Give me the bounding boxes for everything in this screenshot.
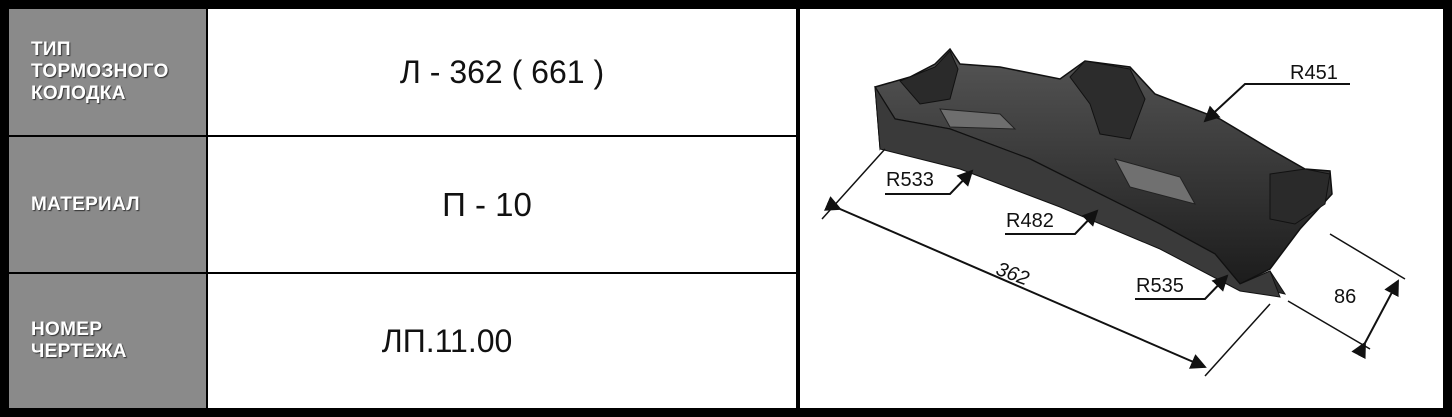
value-cell-material: П - 10 (208, 137, 796, 272)
value-cell-type: Л - 362 ( 661 ) (208, 9, 796, 135)
label-cell-material: МАТЕРИАЛ (9, 137, 206, 272)
value-drawing-number: ЛП.11.00 (381, 322, 513, 359)
drawing-panel: 362 86 R451 R533 R482 R535 (800, 9, 1443, 408)
brake-shoe-drawing: 362 86 R451 R533 R482 R535 (821, 47, 1406, 377)
lug-left (899, 50, 959, 105)
value-cell-drawing-number: ЛП.11.00 (208, 274, 796, 408)
lug-right (1269, 168, 1331, 225)
brake-shoe-image (873, 47, 1333, 298)
leader-r482: R482 (1005, 209, 1099, 235)
value-type: Л - 362 ( 661 ) (399, 53, 605, 90)
r482-label: R482 (1006, 210, 1054, 232)
value-material: П - 10 (442, 185, 532, 223)
width-label: 86 (1334, 286, 1356, 308)
label-material: МАТЕРИАЛ (31, 193, 140, 215)
dimension-width: 86 (1287, 233, 1406, 360)
length-label: 362 (993, 258, 1032, 290)
label-type: ТИП ТОРМОЗНОГО КОЛОДКА (31, 39, 169, 104)
label-drawing-number: НОМЕР ЧЕРТЕЖА (31, 319, 127, 362)
leader-r533: R533 (885, 169, 974, 195)
lug-center (1069, 60, 1146, 140)
label-cell-type: ТИП ТОРМОЗНОГО КОЛОДКА (9, 9, 206, 135)
r533-label: R533 (886, 169, 934, 191)
pad-left (939, 108, 1017, 130)
leader-r451: R451 (1203, 62, 1350, 123)
label-cell-drawing-number: НОМЕР ЧЕРТЕЖА (9, 274, 206, 408)
r535-label: R535 (1136, 275, 1184, 297)
r451-label: R451 (1290, 62, 1338, 84)
leader-r535: R535 (1135, 274, 1229, 300)
